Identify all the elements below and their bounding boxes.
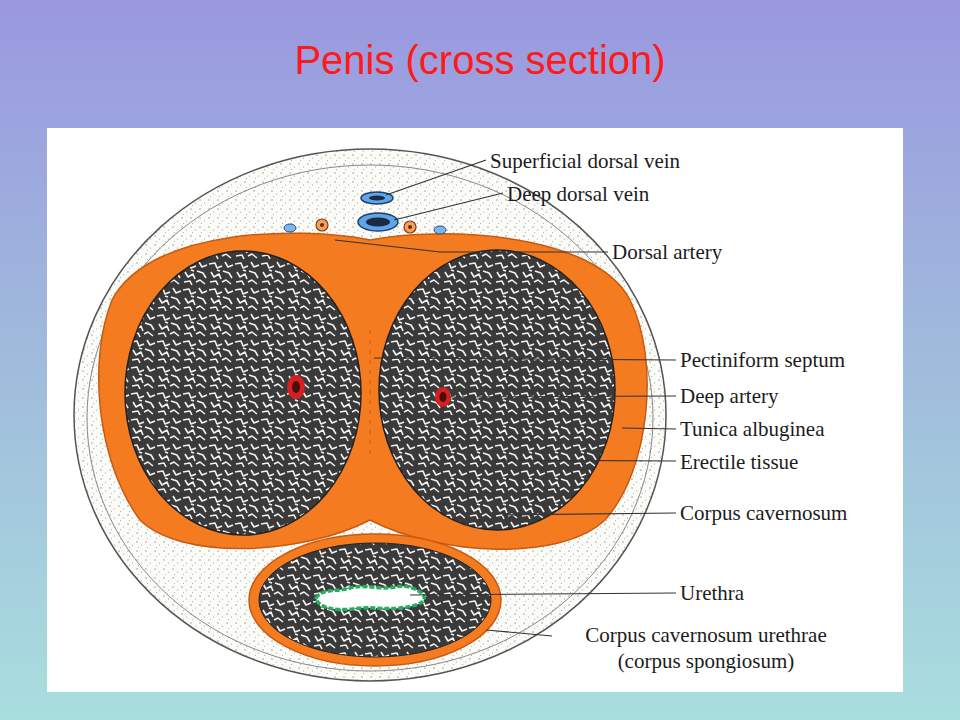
slide-title: Penis (cross section)	[0, 38, 960, 83]
urethra-lumen	[316, 586, 424, 609]
part-label: Urethra	[680, 580, 744, 606]
part-label: Deep dorsal vein	[507, 181, 649, 207]
part-label: Deep artery	[680, 383, 779, 409]
deep-arteries	[287, 375, 451, 407]
part-label: Pectiniform septum	[680, 347, 845, 373]
fascia-line	[87, 165, 653, 671]
corpora-cavernosa	[99, 233, 647, 549]
part-label: Tunica albuginea	[680, 416, 824, 442]
part-label: Superficial dorsal vein	[490, 148, 680, 174]
part-label: Erectile tissue	[680, 449, 798, 475]
corpus-spongiosum	[249, 534, 501, 666]
outer-skin	[74, 149, 666, 681]
part-label: Corpus cavernosum urethrae (corpus spong…	[556, 622, 856, 675]
part-label: Corpus cavernosum	[680, 500, 847, 526]
part-label: Dorsal artery	[612, 239, 722, 265]
leader-lines	[335, 160, 676, 636]
